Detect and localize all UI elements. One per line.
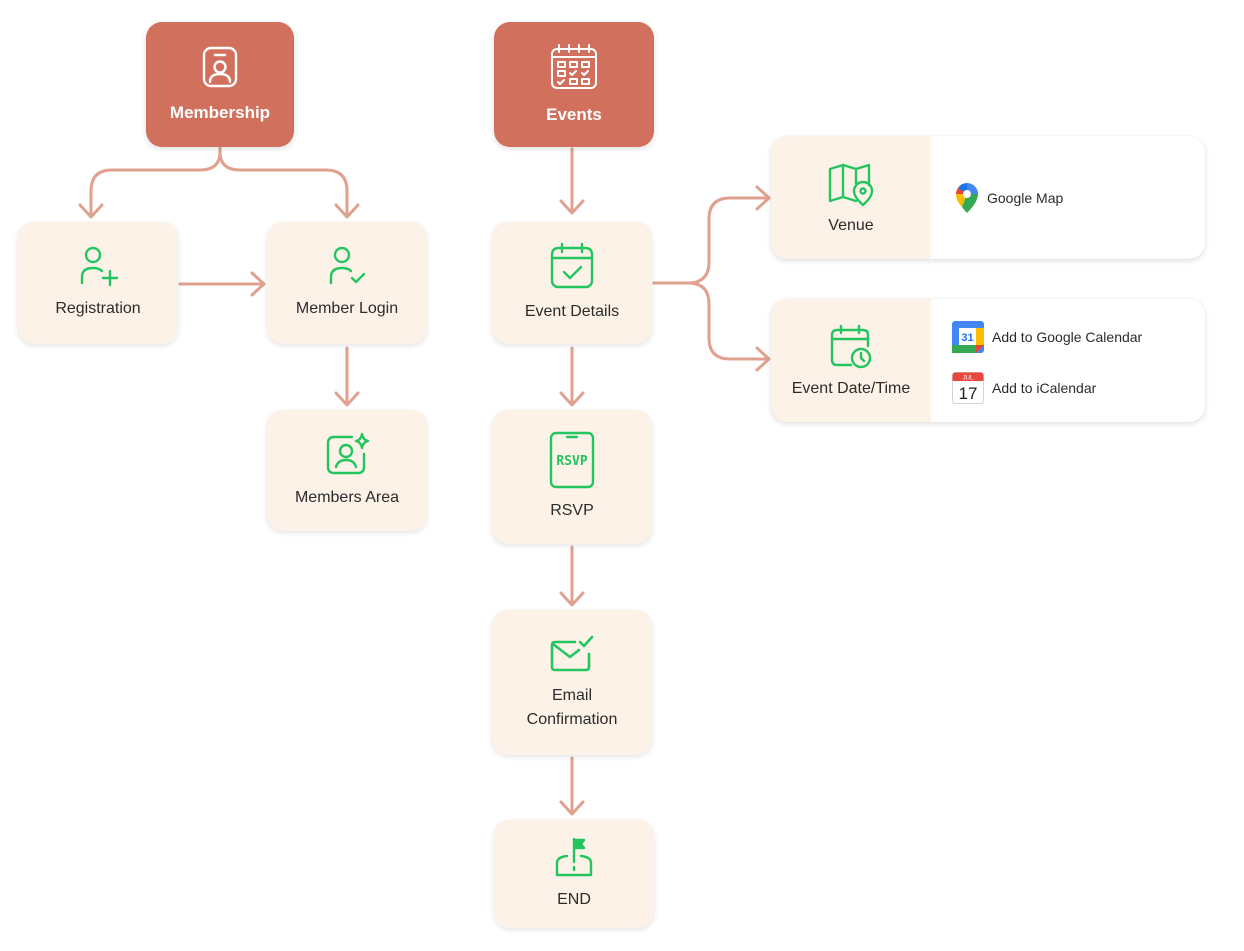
google-calendar-icon: 31 [952, 321, 984, 353]
ical-day-text: 17 [959, 384, 978, 403]
ical-month-text: JUL [963, 376, 974, 382]
calendar-check-icon [550, 242, 594, 289]
calendar-grid-icon [551, 43, 597, 89]
event-datetime-label: Event Date/Time [791, 379, 911, 397]
arrow-details-to-datetime [652, 281, 770, 361]
arrow-membership-to-login [218, 145, 349, 218]
rsvp-label: RSVP [550, 502, 594, 519]
rsvp-icon-text: RSVP [556, 454, 587, 469]
google-map-label: Google Map [987, 190, 1064, 206]
calendar-clock-icon [830, 324, 872, 368]
arrow-membership-to-registration [89, 145, 222, 218]
end-label: END [557, 891, 591, 908]
mail-check-icon [550, 635, 594, 671]
google-calendar-label: Add to Google Calendar [992, 329, 1143, 345]
rsvp-phone-icon: RSVP [549, 431, 595, 489]
google-calendar-link[interactable]: 31 Add to Google Calendar [952, 321, 1142, 353]
user-sparkle-icon [326, 432, 370, 474]
map-pin-icon [828, 163, 874, 206]
datetime-panel: Event Date/Time 31 Add to Google Calenda… [771, 299, 1205, 422]
membership-header: Membership [146, 22, 294, 147]
email-confirmation-label: Email Confirmation [527, 684, 618, 732]
event-datetime-node[interactable]: Event Date/Time [771, 299, 931, 422]
icalendar-icon: JUL 17 [952, 372, 984, 404]
events-title: Events [546, 104, 602, 124]
registration-label: Registration [55, 300, 141, 317]
member-login-node[interactable]: Member Login [267, 222, 427, 344]
google-maps-pin-icon [956, 183, 978, 213]
membership-title: Membership [169, 102, 271, 122]
email-label-line2: Confirmation [526, 710, 618, 728]
venue-panel: Venue Google Map [771, 136, 1205, 259]
email-confirmation-node[interactable]: Email Confirmation [492, 610, 652, 755]
venue-label: Venue [828, 216, 874, 234]
end-node: END [494, 820, 654, 928]
gcal-day-text: 31 [961, 332, 973, 344]
user-check-icon [329, 246, 366, 285]
user-plus-icon [80, 246, 118, 287]
event-details-label: Event Details [524, 303, 620, 320]
member-login-label: Member Login [295, 300, 399, 317]
icalendar-label: Add to iCalendar [992, 380, 1097, 396]
google-map-link[interactable]: Google Map [955, 182, 1063, 214]
registration-node[interactable]: Registration [18, 222, 178, 344]
event-details-node[interactable]: Event Details [492, 222, 652, 344]
arrow-details-to-venue [652, 196, 770, 285]
venue-node[interactable]: Venue [771, 136, 931, 259]
rsvp-node[interactable]: RSVP RSVP [492, 410, 652, 544]
events-header: Events [494, 22, 654, 147]
members-area-label: Members Area [294, 488, 400, 506]
members-area-node[interactable]: Members Area [267, 410, 427, 531]
icalendar-link[interactable]: JUL 17 Add to iCalendar [952, 372, 1096, 404]
email-label-line1: Email [551, 686, 592, 704]
finish-flag-icon [555, 837, 593, 877]
id-badge-icon [202, 46, 238, 87]
